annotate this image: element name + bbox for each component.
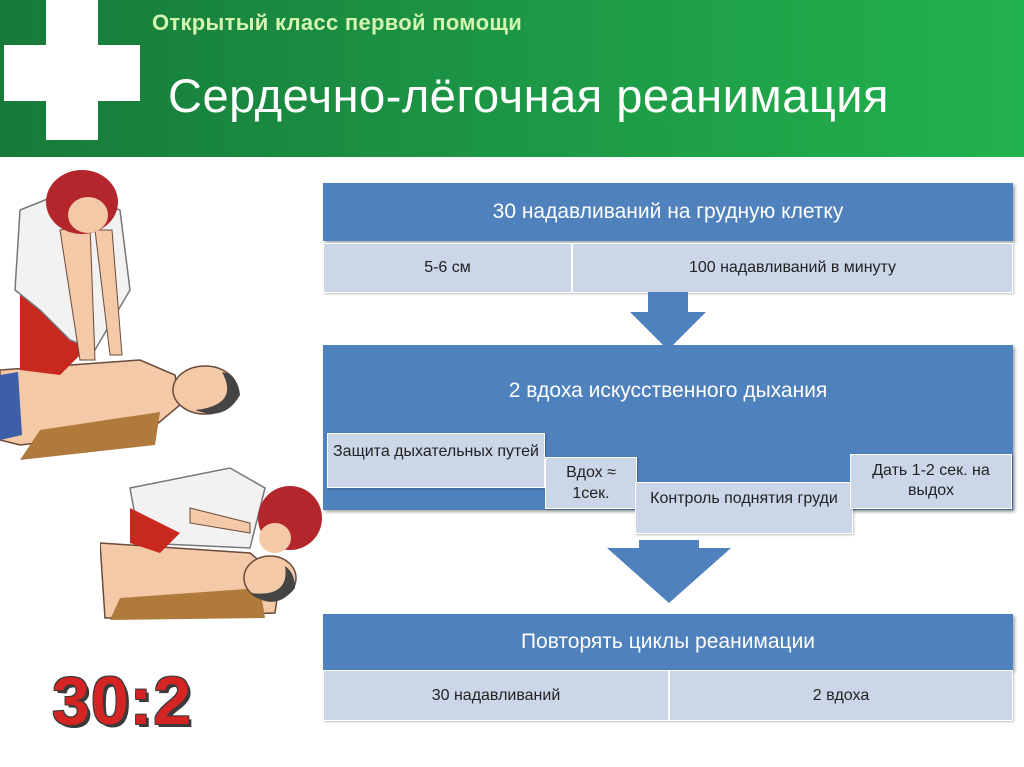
header-subtitle: Открытый класс первой помощи xyxy=(152,10,523,35)
step1-cell-rate: 100 надавливаний в минуту xyxy=(572,243,1013,293)
step2-title: 2 вдоха искусственного дыхания xyxy=(508,379,828,402)
step3-breaths-text: 2 вдоха xyxy=(812,687,870,704)
step1-title: 30 надавливаний на грудную клетку xyxy=(492,200,844,223)
step3-cell-compressions: 30 надавливаний xyxy=(323,670,669,721)
step2-cell-breath: Вдох ≈ 1сек. xyxy=(545,457,637,509)
step2-breath-label: Вдох xyxy=(566,464,603,481)
ratio-label: 30:2 xyxy=(52,663,193,739)
step1-cell-depth: 5-6 см xyxy=(323,243,572,293)
step3-compressions-text: 30 надавливаний xyxy=(431,687,561,704)
step1-rate-text: 100 надавливаний в минуту xyxy=(688,259,897,276)
down-arrow-icon xyxy=(630,292,706,350)
step2-breath-duration: ≈ 1сек. xyxy=(572,464,616,502)
down-arrow-icon xyxy=(607,540,731,603)
step1-header: 30 надавливаний на грудную клетку xyxy=(323,183,1013,241)
first-aid-cross-icon xyxy=(4,0,140,140)
chest-compression-illustration xyxy=(0,170,240,460)
header-banner: Открытый класс первой помощи Сердечно-лё… xyxy=(0,0,1024,157)
step2-cell-airway: Защита дыхательных путей xyxy=(327,433,545,488)
step3-title: Повторять циклы реанимации xyxy=(520,630,816,653)
step2-chest-rise-text: Контроль поднятия груди xyxy=(650,490,838,507)
step1-depth-text: 5-6 см xyxy=(424,259,471,276)
step3-header: Повторять циклы реанимации xyxy=(323,614,1013,670)
step3-cell-breaths: 2 вдоха xyxy=(669,670,1013,721)
page-title: Сердечно-лёгочная реанимация xyxy=(168,69,889,122)
step2-cell-chest-rise: Контроль поднятия груди xyxy=(635,482,853,534)
rescue-breath-illustration xyxy=(100,467,322,620)
step2-exhale-text: Дать 1-2 сек. на выдох xyxy=(872,462,990,499)
step2-airway-text: Защита дыхательных путей xyxy=(333,443,539,460)
step2-cell-exhale: Дать 1-2 сек. на выдох xyxy=(850,454,1012,509)
